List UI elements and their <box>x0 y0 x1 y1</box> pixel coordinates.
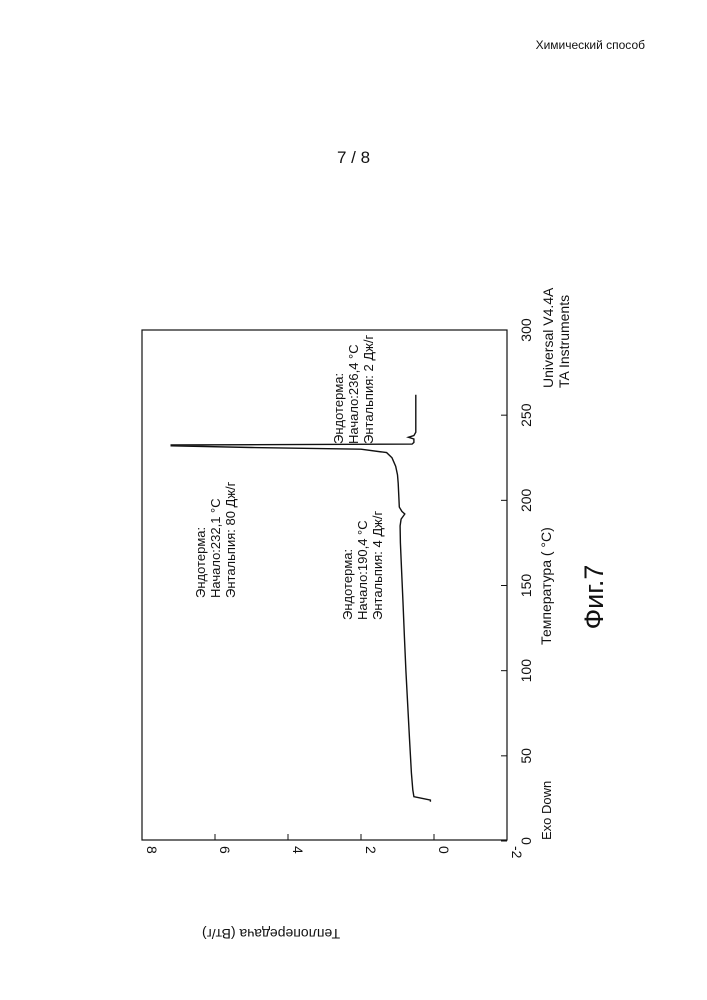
x-tick-label: 300 <box>518 318 534 342</box>
y-tick-label: 0 <box>436 846 452 854</box>
y-axis-label: Теплопередача (Вт/г) <box>202 926 340 942</box>
x-tick-label: 0 <box>518 837 534 845</box>
x-tick-label: 100 <box>518 659 534 683</box>
y-axis-ticks: -2 0 2 4 6 8 <box>142 834 525 859</box>
annotation-line: Эндотерма: <box>340 549 355 620</box>
annotation-block: Эндотерма:Начало:232,1 °CЭнтальпия: 80 Д… <box>193 481 238 598</box>
annotation-line: Энтальпия: 2 Дж/г <box>361 335 376 444</box>
y-tick-label: -2 <box>509 846 525 859</box>
annotation-line: Начало:236,4 °C <box>346 344 361 444</box>
y-tick-label: 8 <box>144 846 160 854</box>
annotation-line: Энтальпия: 4 Дж/г <box>370 511 385 620</box>
figure-label: Фиг.7 <box>579 565 609 630</box>
x-tick-label: 200 <box>518 488 534 512</box>
annotation-block: Эндотерма:Начало:236,4 °CЭнтальпия: 2 Дж… <box>331 335 376 444</box>
x-axis-ticks: 0 50 100 150 200 250 300 <box>501 318 534 845</box>
y-tick-label: 6 <box>217 846 233 854</box>
y-tick-label: 4 <box>290 846 306 854</box>
x-tick-label: 50 <box>518 748 534 764</box>
annotation-line: Начало:232,1 °C <box>208 498 223 598</box>
annotation-line: Эндотерма: <box>193 527 208 598</box>
exo-down-label: Exo Down <box>539 781 554 840</box>
annotation-line: Начало:190,4 °C <box>355 520 370 620</box>
annotation-line: Энтальпия: 80 Дж/г <box>223 481 238 598</box>
x-axis-label: Температура ( °C) <box>538 527 554 645</box>
software-label: Universal V4.4A <box>540 287 556 388</box>
x-tick-label: 150 <box>518 574 534 598</box>
annotation-line: Эндотерма: <box>331 373 346 444</box>
vendor-label: TA Instruments <box>556 295 572 388</box>
y-tick-label: 2 <box>363 846 379 854</box>
annotation-block: Эндотерма:Начало:190,4 °CЭнтальпия: 4 Дж… <box>340 511 385 620</box>
annotations: Эндотерма:Начало:232,1 °CЭнтальпия: 80 Д… <box>193 335 385 620</box>
x-tick-label: 250 <box>518 403 534 427</box>
